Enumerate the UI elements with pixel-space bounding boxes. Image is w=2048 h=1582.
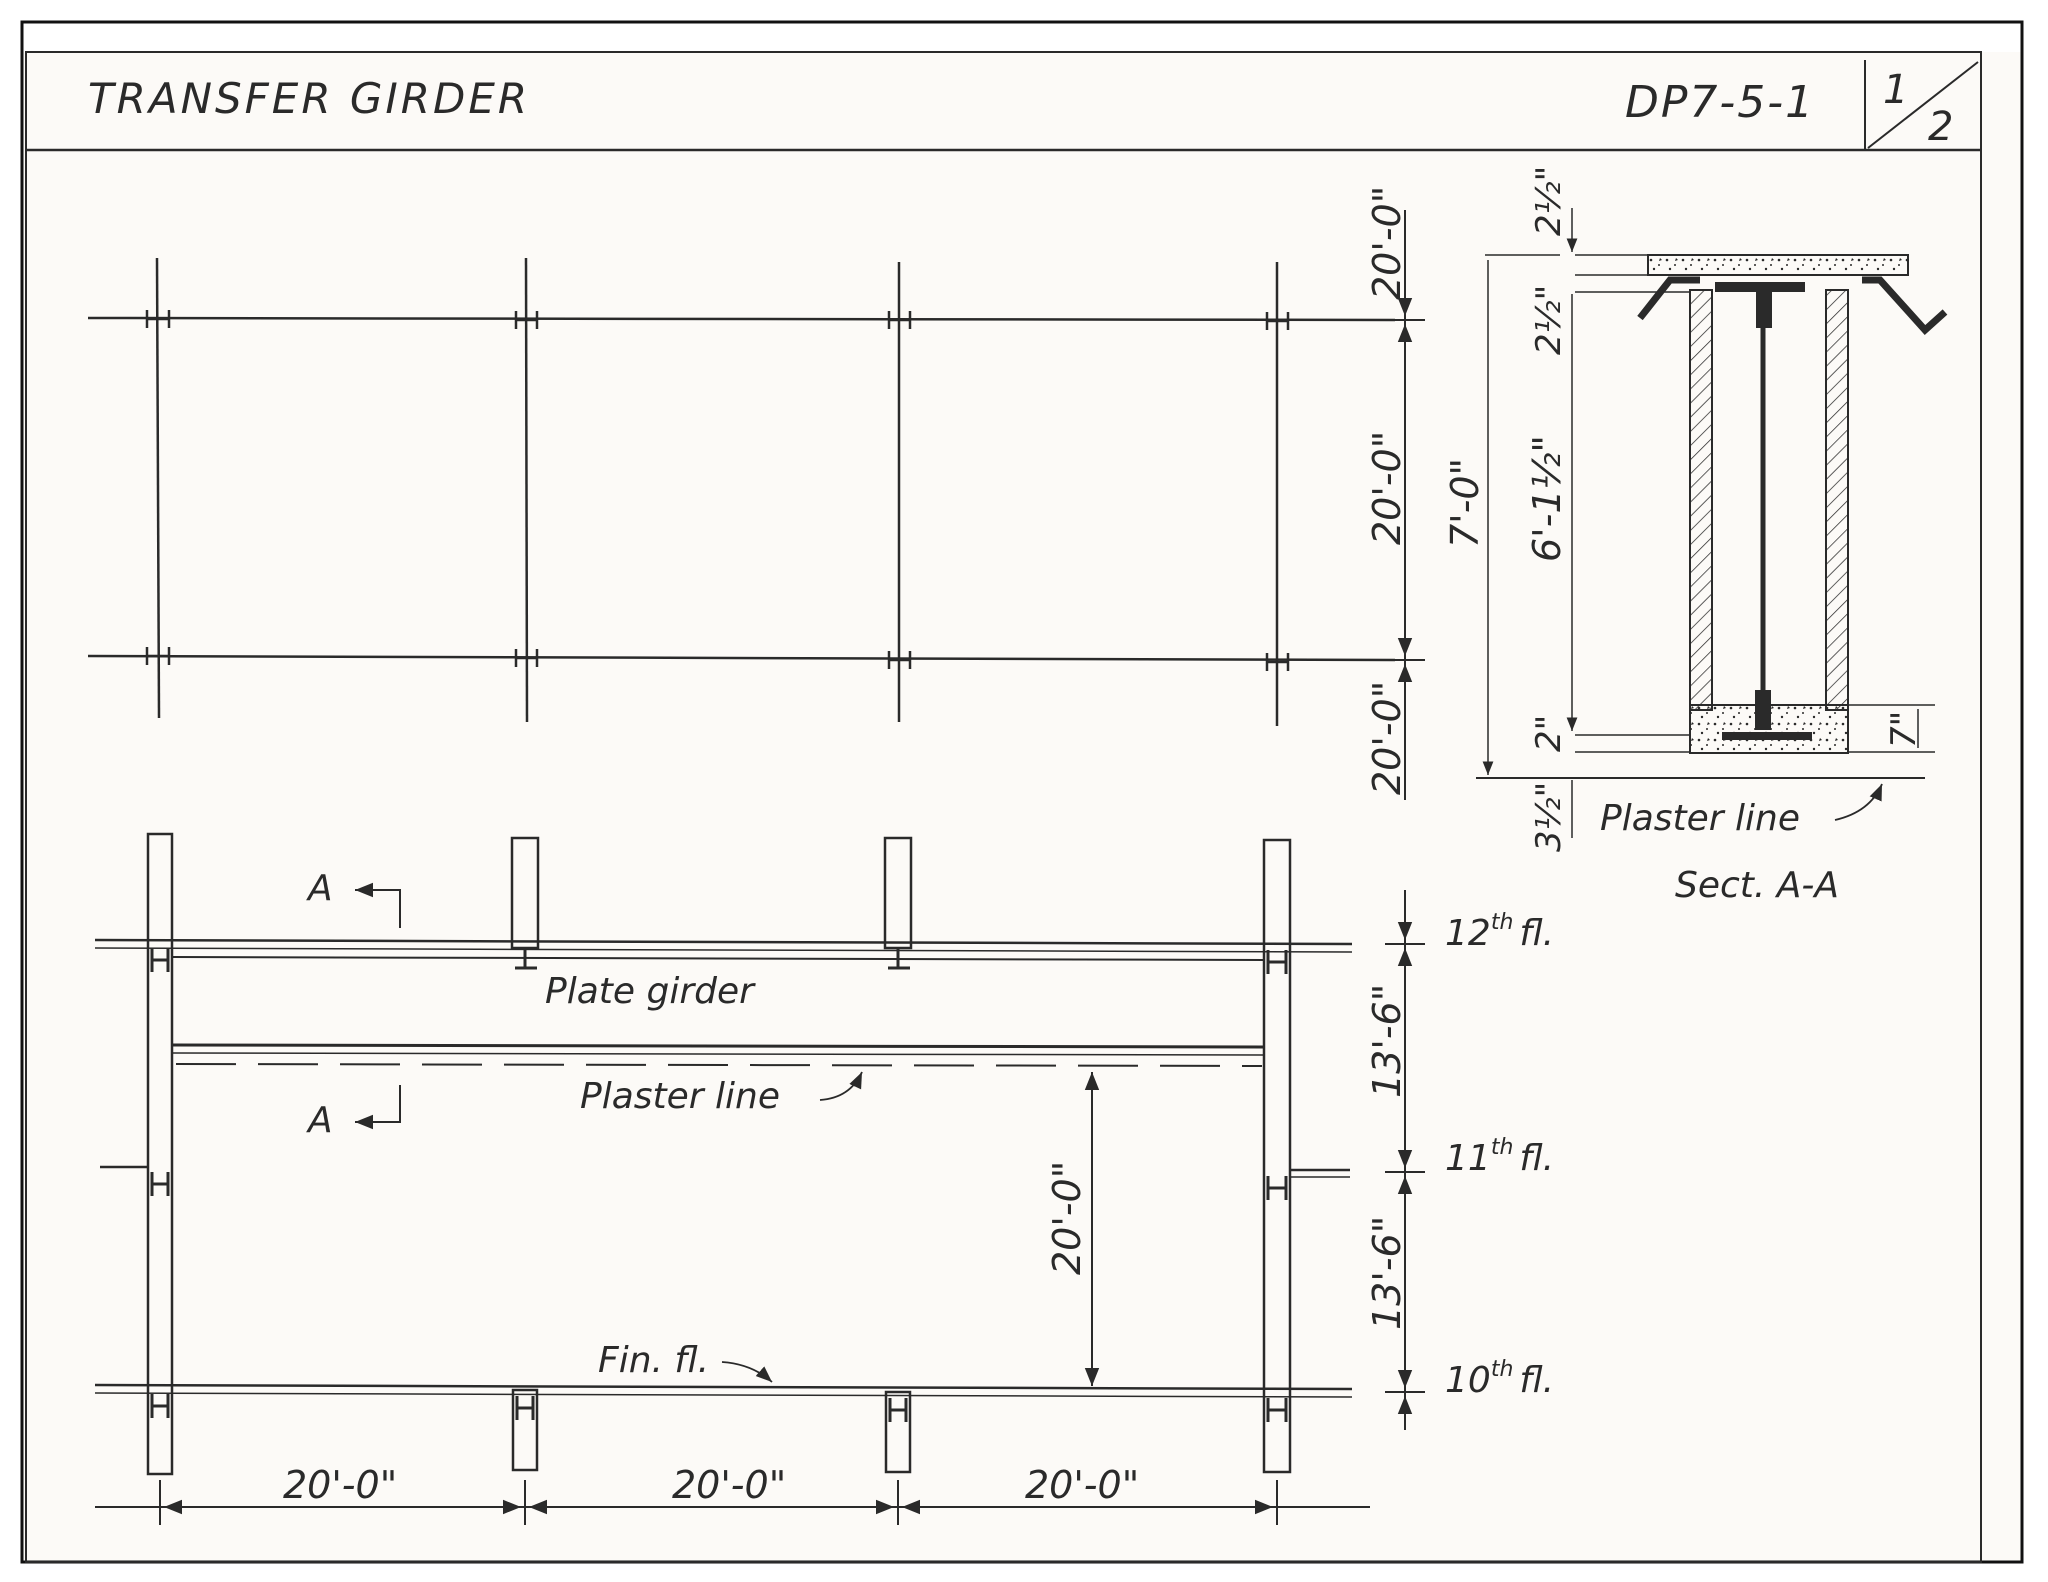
- fireproofing-left: [1689, 289, 1713, 711]
- plate-girder-top: [171, 956, 1265, 961]
- plan-grid-line-a: [87, 316, 1396, 322]
- plan-dim-top: 20'-0": [1365, 186, 1409, 300]
- fin-floor-label: Fin. fl.: [598, 1340, 709, 1381]
- elevation-plaster-label: Plaster line: [580, 1076, 780, 1117]
- bottom-encasement: [1689, 704, 1849, 754]
- section-dim-slab-top: 2½": [1529, 166, 1569, 236]
- floor-11-suffix-sup: th: [1491, 1135, 1514, 1160]
- fireproofing-right: [1825, 289, 1849, 711]
- drawing-title: TRANSFER GIRDER: [88, 74, 530, 123]
- title-block: TRANSFER GIRDER DP7-5-1 1 2: [26, 60, 1981, 152]
- top-flange-plate: [1715, 282, 1805, 292]
- section-caption: Sect. A-A: [1675, 865, 1839, 906]
- elevation-10th-floor-line: [94, 1383, 1353, 1391]
- elevation-12th-floor-line: [94, 938, 1353, 946]
- section-dim-bottom: 2": [1529, 715, 1569, 752]
- section-dim-fireproof: 7": [1884, 711, 1924, 748]
- paper-sheet: [22, 52, 2022, 1562]
- floor-12-suffix-sup: th: [1491, 910, 1514, 935]
- floor-12-number: 12: [1445, 913, 1491, 954]
- floor-11-number: 11: [1445, 1138, 1491, 1179]
- floor-12-suffix: fl.: [1519, 913, 1554, 954]
- slab-flange-left: [1637, 276, 1700, 321]
- sheet-numerator: 1: [1883, 67, 1908, 113]
- section-dim-overall: 7'-0": [1443, 458, 1487, 548]
- girder-depth-dim: 20'-0": [1045, 1161, 1089, 1275]
- slab-flange-right: [1862, 276, 1948, 335]
- floor-11-suffix: fl.: [1519, 1138, 1554, 1179]
- floor-slab: [1647, 254, 1909, 276]
- section-dim-web: 6'-1½": [1525, 435, 1569, 562]
- story-dim-upper: 13'-6": [1365, 984, 1409, 1098]
- section-plaster-label: Plaster line: [1600, 798, 1800, 839]
- floor-10-suffix-sup: th: [1491, 1357, 1514, 1382]
- elevation-view: A A Plate girder Plaster line Fin. fl. 2…: [94, 832, 1554, 1525]
- plan-grid-line-b: [87, 654, 1396, 662]
- plate-girder-bottom: [171, 1043, 1265, 1049]
- section-dim-slab-below: 2½": [1529, 285, 1569, 355]
- connection-markers: [150, 948, 1288, 1422]
- span-dim-3: 20'-0": [1025, 1463, 1139, 1507]
- plan-column-markers: [145, 310, 1290, 671]
- plan-view: 20'-0" 20'-0" 20'-0": [87, 186, 1425, 800]
- plate-girder-label: Plate girder: [545, 971, 756, 1012]
- section-mark-lower: A: [306, 1100, 333, 1141]
- plan-column-line-2: [524, 257, 529, 723]
- elevation-columns: [146, 832, 1292, 1476]
- floor-10-suffix: fl.: [1519, 1360, 1554, 1401]
- drawing-number: DP7-5-1: [1625, 77, 1815, 128]
- story-dim-lower: 13'-6": [1365, 1216, 1409, 1330]
- elevation-plaster-line: [175, 1063, 1263, 1067]
- drawing-frame: [25, 51, 1982, 1563]
- plan-column-line-1: [155, 257, 161, 719]
- span-dim-2: 20'-0": [672, 1463, 786, 1507]
- floor-10-number: 10: [1445, 1360, 1491, 1401]
- plan-dim-middle: 20'-0": [1365, 431, 1409, 545]
- section-mark-upper: A: [306, 868, 333, 909]
- sheet-denominator: 2: [1928, 104, 1953, 150]
- span-dim-1: 20'-0": [283, 1463, 397, 1507]
- bottom-flange-plate: [1722, 732, 1812, 740]
- plan-dim-bottom: 20'-0": [1365, 681, 1409, 795]
- top-stiffener: [1756, 292, 1772, 328]
- section-a-a: 2½" 2½" 7'-0" 6'-1½" 2" 3½" 7" Plaster l…: [1443, 166, 1948, 906]
- section-dim-plaster: 3½": [1529, 782, 1569, 852]
